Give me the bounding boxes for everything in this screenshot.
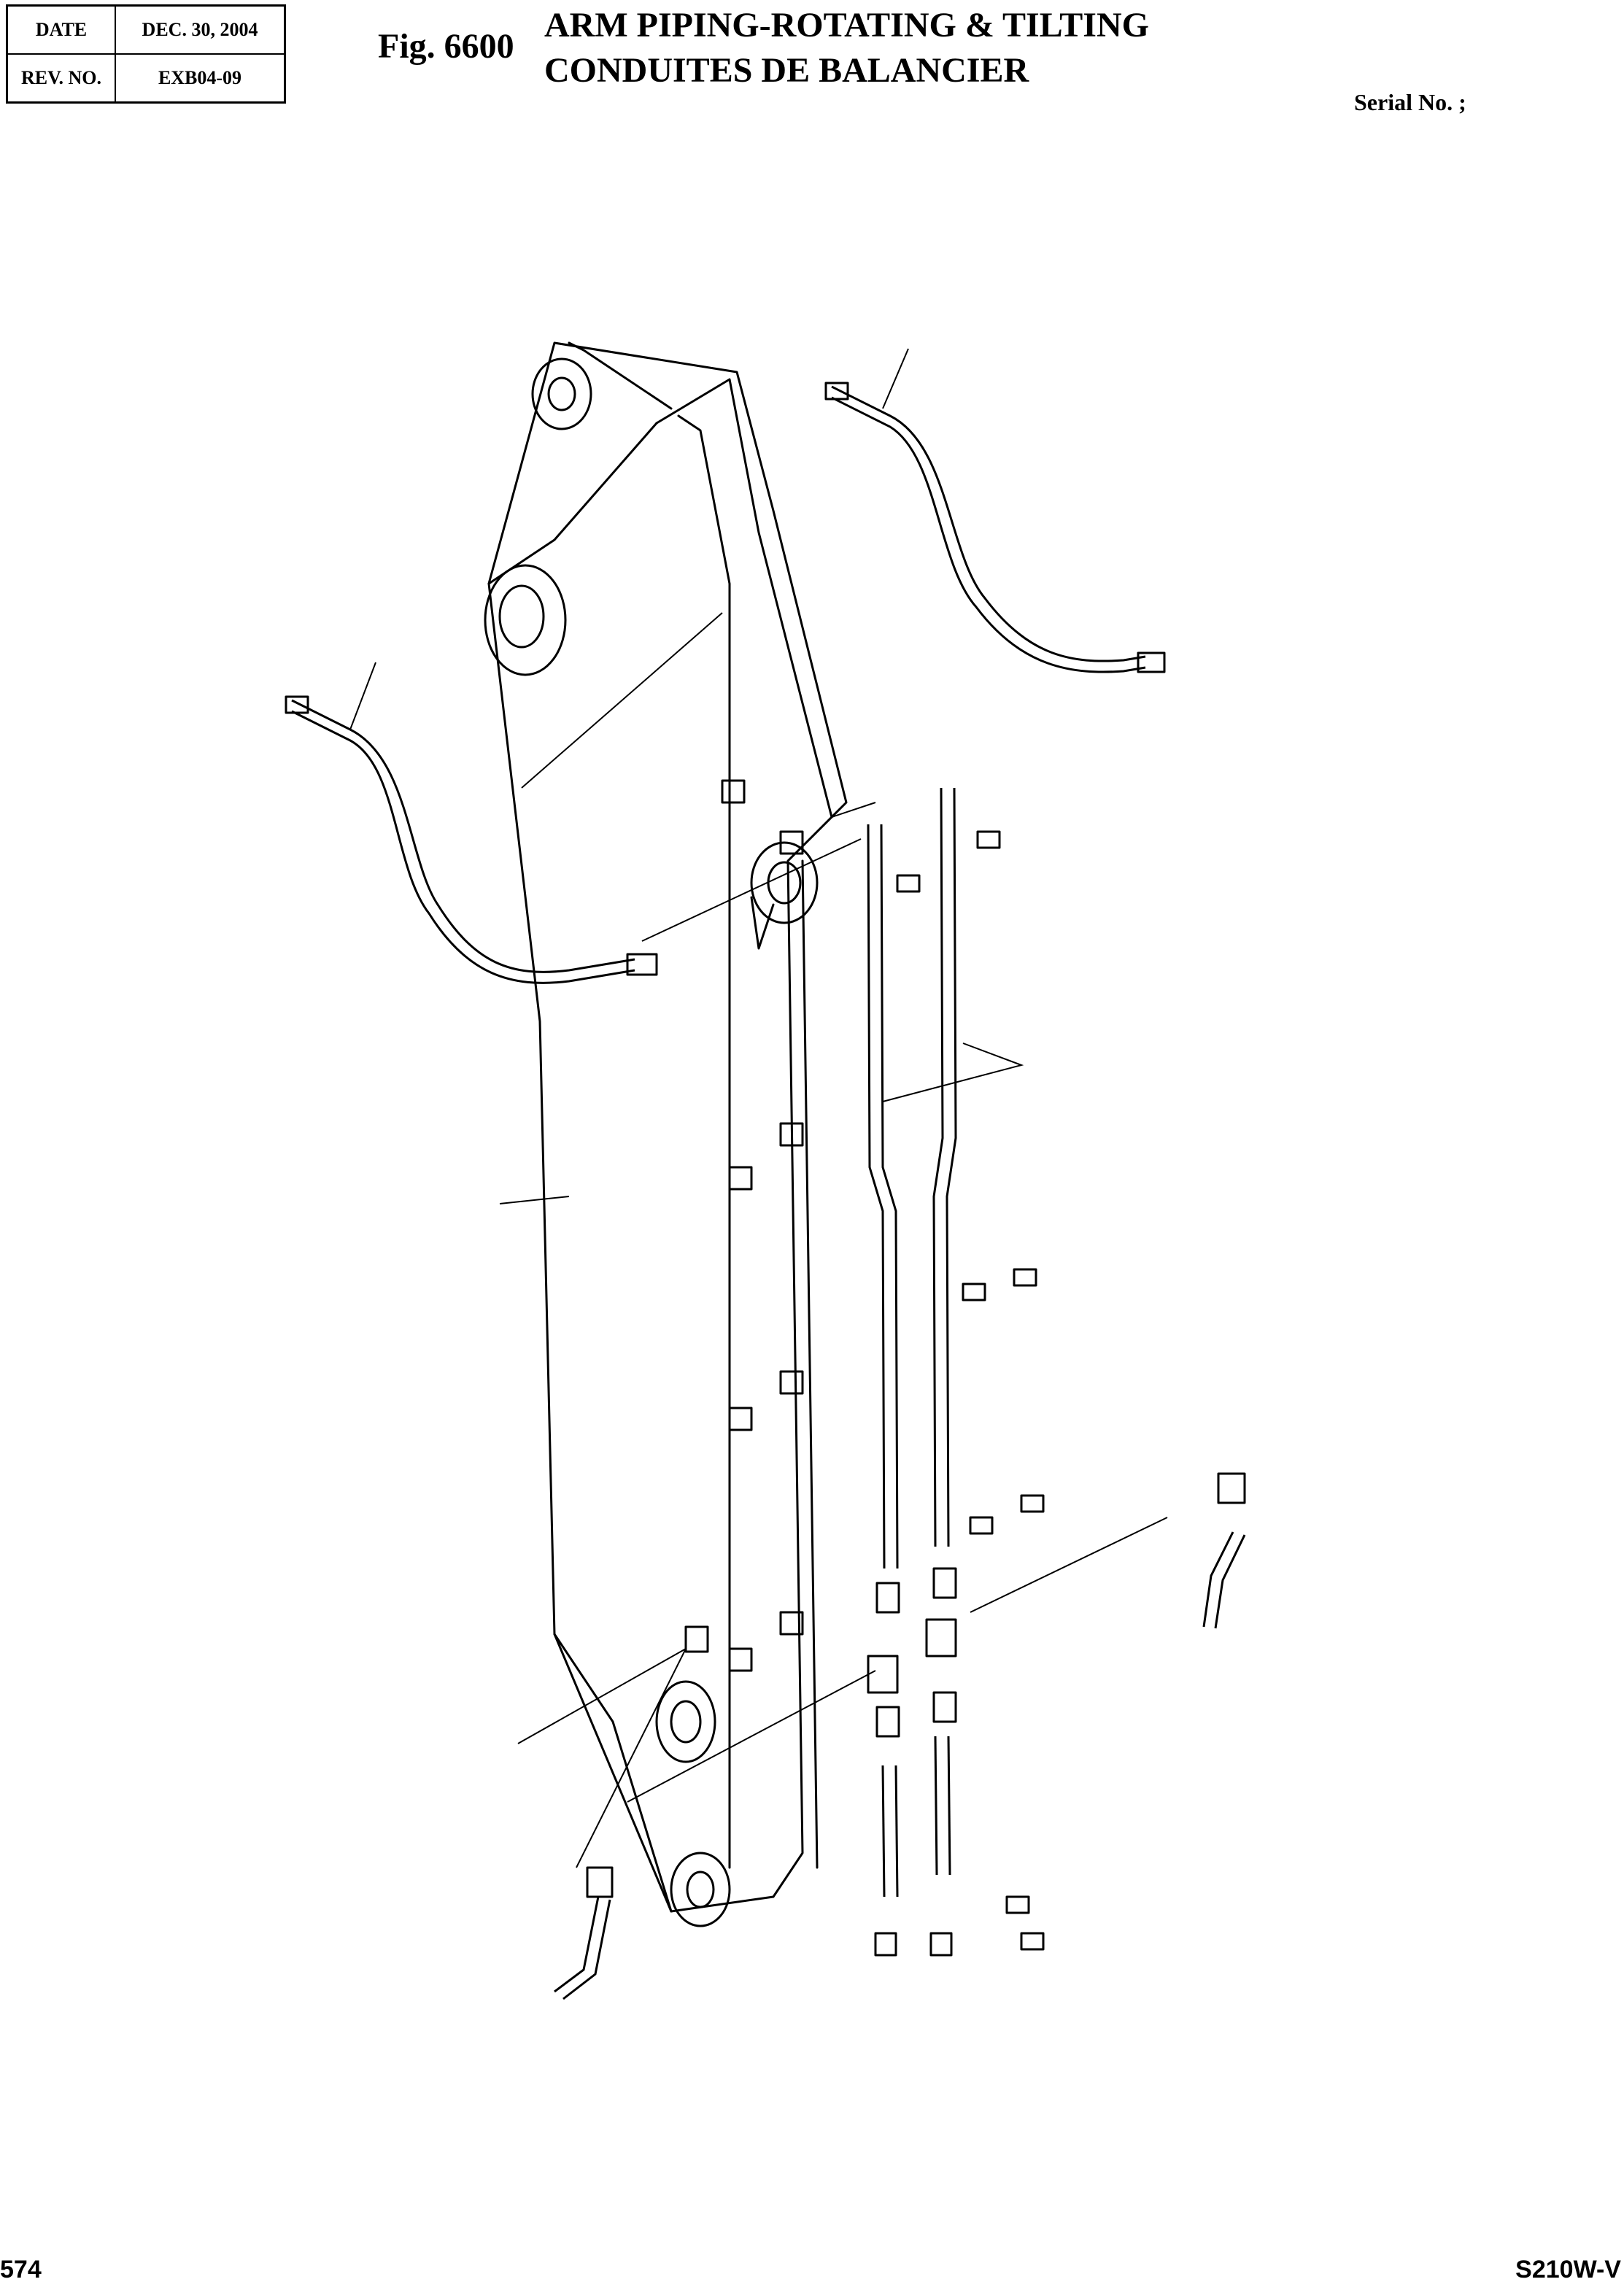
rev-label: REV. NO.	[6, 53, 116, 104]
page-number: 574	[0, 2256, 42, 2283]
date-value: DEC. 30, 2004	[115, 4, 286, 55]
revision-table: DATE DEC. 30, 2004 REV. NO. EXB04-09	[6, 4, 286, 104]
steel-tubes	[867, 787, 957, 1898]
model-name: S210W-V	[1515, 2256, 1621, 2283]
serial-number: Serial No. ;	[1354, 89, 1466, 115]
clamps	[684, 779, 1045, 1951]
fittings	[554, 1472, 1246, 2000]
title-french: CONDUITES DE BALANCIER	[544, 51, 1029, 90]
arm-body	[484, 341, 848, 1927]
leader-lines	[349, 348, 1168, 1868]
hose-right-upper	[824, 382, 1166, 673]
figure-title: ARM PIPING-ROTATING & TILTING CONDUITES …	[544, 3, 1149, 93]
hose-left-upper	[285, 695, 658, 984]
figure-number: Fig. 6600	[378, 27, 514, 66]
date-label: DATE	[6, 4, 116, 55]
title-english: ARM PIPING-ROTATING & TILTING	[544, 6, 1149, 45]
rev-value: EXB04-09	[115, 53, 286, 104]
